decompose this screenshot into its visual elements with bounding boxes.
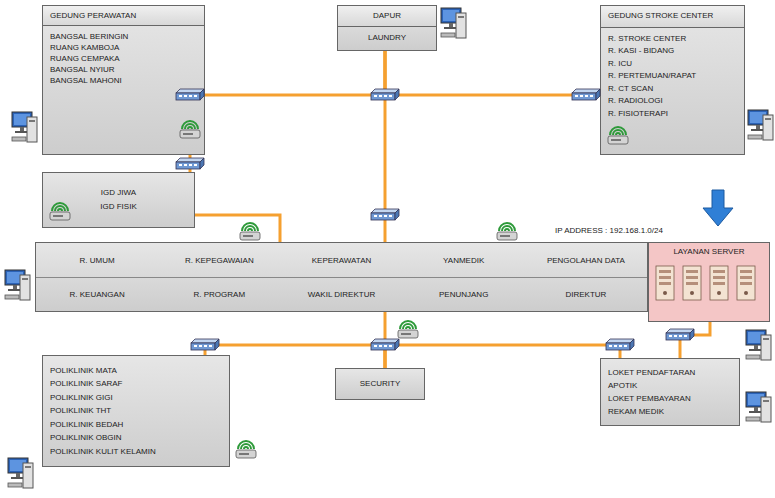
computer-icon [441,8,466,38]
room-name: R. KEPEGAWAIAN [158,243,280,277]
room-name: POLIKLINIK BEDAH [50,418,222,432]
room-name: YANMEDIK [403,243,525,277]
computer-icon [748,110,773,140]
room-name: BANGSAL NYIUR [50,64,197,75]
switch-icon [176,158,204,169]
room-name: LAUNDRY [345,32,429,44]
room-name: POLIKLINIK THT [50,404,222,418]
network-cable [385,345,620,368]
room-name: R. PERTEMUAN/RAPAT [608,70,737,83]
room-name: LOKET PENDAFTARAN [608,366,732,379]
computer-icon [8,458,33,488]
switch-icon [666,329,694,340]
room-name: R. KEUANGAN [36,277,158,311]
unit-box: SECURITY [335,368,425,400]
switch-icon [191,339,219,350]
wifi-icon [240,223,260,240]
room-name: APOTIK [608,379,732,392]
switch-icon [606,339,634,350]
room-name: PENGOLAHAN DATA [525,243,647,277]
room-name: POLIKLINIK OBGIN [50,431,222,445]
room-name: BANGSAL MAHONI [50,75,197,86]
room-name: R. FISIOTERAPI [608,108,737,121]
wifi-icon [398,321,418,338]
network-cable [384,51,387,242]
switch-icon [371,89,399,100]
office-band: R. UMUMR. KEPEGAWAIANKEPERAWATANYANMEDIK… [35,242,648,312]
unit-box: IGD JIWAIGD FISIK [42,172,195,228]
building-heading: GEDUNG STROKE CENTER [601,6,744,28]
computer-icon [746,392,771,422]
computer-icon [5,270,30,300]
building-heading: DAPUR [338,6,436,27]
room-name: LAYANAN SERVER [656,246,762,258]
room-name: R. CT SCAN [608,83,737,96]
room-name: LOKET PEMBAYARAN [608,392,732,405]
unit-box: LOKET PENDAFTARANAPOTIKLOKET PEMBAYARANR… [600,358,740,426]
wifi-icon [497,223,517,240]
room-name: R. PROGRAM [158,277,280,311]
room-name: DIREKTUR [525,277,647,311]
switch-icon [371,339,399,350]
building-box: GEDUNG PERAWATAN BANGSAL BERINGINRUANG KA… [42,5,205,155]
network-cable [189,155,192,172]
switch-icon [572,89,600,100]
room-name: BANGSAL BERINGIN [50,31,197,42]
network-cable [195,215,280,242]
room-name: PENUNJANG [403,277,525,311]
room-name: SECURITY [343,378,417,390]
room-name: POLIKLINIK KULIT KELAMIN [50,445,222,459]
unit-box: POLIKLINIK MATAPOLIKLINIK SARAFPOLIKLINI… [42,355,230,467]
room-name: POLIKLINIK GIGI [50,391,222,405]
building-heading: GEDUNG PERAWATAN [43,6,204,26]
room-name: WAKIL DIREKTUR [280,277,402,311]
server-box: LAYANAN SERVER [648,242,770,322]
network-cable [680,322,710,358]
room-name: R. UMUM [36,243,158,277]
room-name: POLIKLINIK SARAF [50,377,222,391]
room-name: POLIKLINIK MATA [50,364,222,378]
network-cable [385,51,600,95]
computer-icon [12,112,37,142]
room-name: R. KASI - BIDANG [608,45,737,58]
room-name: REKAM MEDIK [608,405,732,418]
building-box: DAPUR LAUNDRY [337,5,437,51]
room-name: R. ICU [608,58,737,71]
building-box: GEDUNG STROKE CENTER R. STROKE CENTERR. K… [600,5,745,155]
down-arrow [703,190,733,226]
ip-label: IP ADDRESS : 192.168.1.0/24 [555,226,663,235]
switch-icon [371,209,399,220]
room-name: RUANG KAMBOJA [50,42,197,53]
network-cable [205,51,385,95]
network-cable [205,345,385,368]
room-name: R. RADIOLOGI [608,95,737,108]
wifi-icon [236,441,256,458]
room-name: IGD FISIK [50,200,187,214]
room-name: R. STROKE CENTER [608,33,737,46]
computer-icon [746,330,771,360]
room-name: RUANG CEMPAKA [50,53,197,64]
room-name: KEPERAWATAN [280,243,402,277]
room-name: IGD JIWA [50,186,187,200]
